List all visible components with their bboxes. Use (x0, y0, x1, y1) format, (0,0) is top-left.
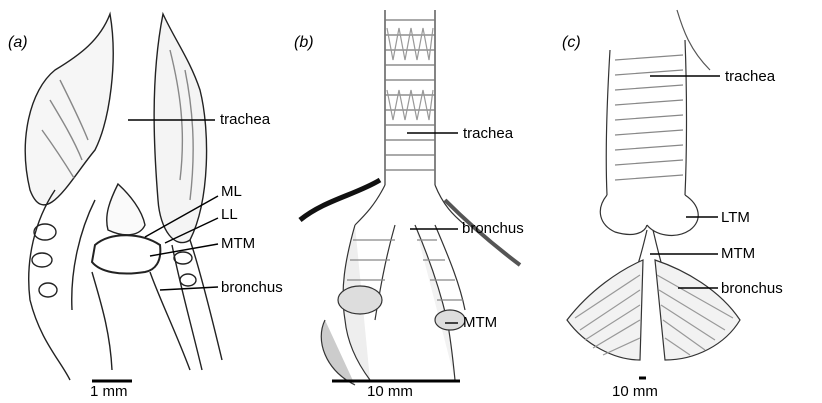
panel-a: (a) trachea ML LL MTM bronchus 1 mm (0, 0, 320, 403)
panel-b-drawing (285, 0, 555, 403)
label-mtm-a: MTM (221, 235, 255, 252)
label-ll: LL (221, 206, 238, 223)
label-bronchus-c: bronchus (721, 280, 783, 297)
label-trachea-a: trachea (220, 111, 270, 128)
label-bronchus-b: bronchus (462, 220, 524, 237)
scale-label-b: 10 mm (367, 383, 413, 400)
label-ltm: LTM (721, 209, 750, 226)
panel-a-id: (a) (8, 34, 28, 52)
label-ml: ML (221, 183, 242, 200)
panel-c-id: (c) (562, 34, 581, 52)
label-mtm-c: MTM (721, 245, 755, 262)
panel-c-drawing (555, 0, 822, 403)
label-bronchus-a: bronchus (221, 279, 283, 296)
label-mtm-b: MTM (463, 314, 497, 331)
label-trachea-b: trachea (463, 125, 513, 142)
panel-b: (b) trachea bronchus MTM 10 mm (285, 0, 555, 403)
panel-b-id: (b) (294, 34, 314, 52)
label-trachea-c: trachea (725, 68, 775, 85)
scale-label-a: 1 mm (90, 383, 128, 400)
panel-a-drawing (0, 0, 320, 403)
panel-c: (c) trachea LTM MTM bronchus 10 mm (555, 0, 822, 403)
scale-label-c: 10 mm (612, 383, 658, 400)
